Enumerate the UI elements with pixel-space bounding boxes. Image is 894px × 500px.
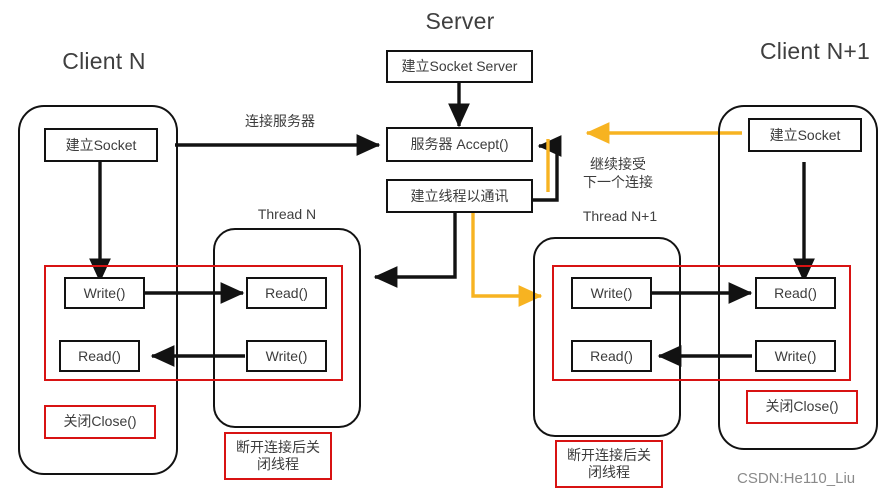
container-thread-n-plus-1: [533, 237, 681, 437]
thread-n1-close-note-line2: 闭线程: [588, 464, 630, 480]
box-thread-n-write[interactable]: Write(): [246, 340, 327, 372]
box-thread-n-close-note[interactable]: 断开连接后关 闭线程: [224, 432, 332, 480]
title-client-n: Client N: [62, 48, 146, 74]
thread-n-close-note-line2: 闭线程: [257, 456, 299, 472]
thread-n1-close-note-line1: 断开连接后关: [567, 446, 651, 463]
box-thread-n1-close-note[interactable]: 断开连接后关 闭线程: [555, 440, 663, 488]
box-left-client-write[interactable]: Write(): [64, 277, 145, 309]
box-left-client-read[interactable]: Read(): [59, 340, 140, 372]
label-keep-accepting: 继续接受 下一个连接: [568, 155, 668, 191]
label-keep-accepting-line2: 下一个连接: [583, 174, 653, 191]
thread-n-close-note-line1: 断开连接后关: [236, 438, 320, 455]
box-server-accept[interactable]: 服务器 Accept(): [386, 127, 533, 162]
box-left-client-close[interactable]: 关闭Close(): [44, 405, 156, 439]
box-right-client-write[interactable]: Write(): [755, 340, 836, 372]
box-thread-n1-read[interactable]: Read(): [571, 340, 652, 372]
container-thread-n: [213, 228, 361, 428]
wire-createthread-to-threadN: [373, 213, 457, 288]
title-thread-n: Thread N: [257, 206, 317, 222]
title-server: Server: [425, 8, 495, 34]
title-client-n-plus-1: Client N+1: [759, 38, 871, 64]
highlight-frame-right-comm: [552, 265, 851, 381]
box-create-thread[interactable]: 建立线程以通讯: [386, 179, 533, 213]
box-right-create-socket[interactable]: 建立Socket: [748, 118, 862, 152]
container-client-n-plus-1: [718, 105, 878, 450]
box-left-create-socket[interactable]: 建立Socket: [44, 128, 158, 162]
title-thread-n-plus-1: Thread N+1: [582, 208, 658, 224]
box-right-client-read[interactable]: Read(): [755, 277, 836, 309]
wire-createthread-to-threadNplus1: [471, 213, 543, 307]
box-right-client-close[interactable]: 关闭Close(): [746, 390, 858, 424]
box-thread-n1-write[interactable]: Write(): [571, 277, 652, 309]
box-thread-n-read[interactable]: Read(): [246, 277, 327, 309]
container-client-n: [18, 105, 178, 475]
label-connect-server: 连接服务器: [245, 113, 315, 129]
highlight-frame-left-comm: [44, 265, 343, 381]
label-keep-accepting-line1: 继续接受: [590, 156, 646, 172]
watermark-credit: CSDN:He110_Liu: [737, 470, 856, 487]
wire-accept-loop-black: [530, 135, 562, 202]
box-create-socket-server[interactable]: 建立Socket Server: [386, 50, 533, 83]
